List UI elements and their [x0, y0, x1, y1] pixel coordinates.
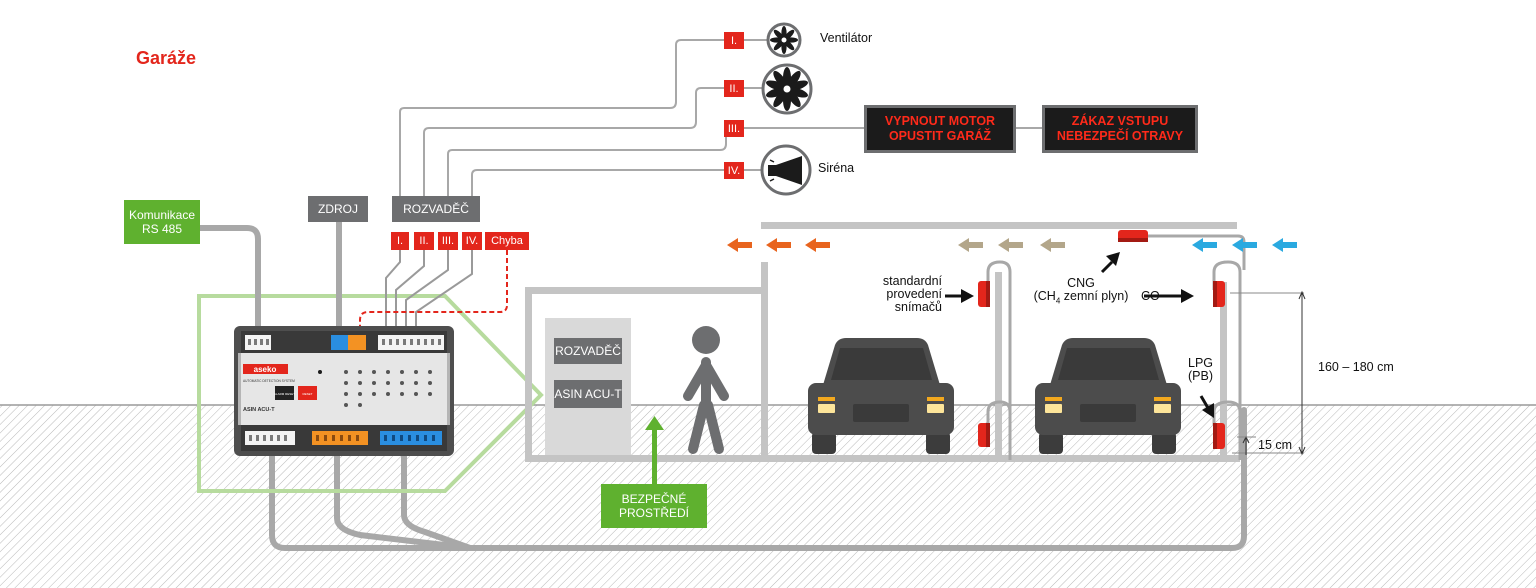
output-tag-4: IV. [724, 162, 744, 179]
device-links [197, 219, 342, 341]
cng-line2-sub: 4 [1055, 296, 1061, 306]
relay-tag-4: IV. [462, 232, 482, 250]
fan-large-icon [761, 63, 813, 115]
reset-label: RESET [302, 392, 312, 396]
panel-no-entry-line2: NEBEZPEČÍ OTRAVY [1056, 129, 1184, 143]
fault-wire [359, 250, 508, 338]
relay-tag-fault: Chyba [485, 232, 529, 250]
output-wiring [399, 39, 727, 200]
cng-label: CNG (CH4 zemní plyn) [1028, 277, 1134, 308]
person-icon [683, 326, 729, 454]
komunikace-line1: Komunikace [128, 208, 196, 222]
safe-env-line2: PROSTŘEDÍ [618, 506, 689, 520]
cng-line2-b: zemní plyn) [1060, 289, 1129, 303]
safe-env-line1: BEZPEČNÉ [621, 492, 687, 506]
komunikace-line2: RS 485 [141, 222, 183, 236]
lpg-line1: LPG [1188, 356, 1214, 370]
device-led-grid [318, 370, 432, 407]
siren-label: Siréna [818, 161, 855, 175]
asin-room-box: ASIN ACU-T [554, 380, 622, 408]
buried-cables [269, 407, 1247, 551]
car-right-icon [1035, 338, 1181, 454]
panel-no-entry: ZÁKAZ VSTUPU NEBEZPEČÍ OTRAVY [1042, 105, 1198, 153]
standard-line2: provedení [886, 287, 942, 301]
rozvadec-top-box: ROZVADĚČ [392, 196, 480, 222]
lpg-line2: (PB) [1188, 369, 1213, 383]
siren-icon [760, 144, 812, 196]
pointer-arrows [945, 252, 1214, 418]
safe-zone-outline [197, 294, 544, 493]
komunikace-box: Komunikace RS 485 [124, 200, 200, 244]
dimension-lines [1230, 290, 1306, 456]
rozvadec-room-box: ROZVADĚČ [554, 338, 622, 364]
relay-tag-3: III. [438, 232, 458, 250]
sensor-standard-top [978, 281, 990, 307]
sensor-standard-bottom [978, 423, 990, 447]
output-tag-3: III. [724, 120, 744, 137]
safe-arrow-icon [645, 416, 664, 484]
safe-environment-box: BEZPEČNÉ PROSTŘEDÍ [601, 484, 707, 528]
lpg-label: LPG (PB) [1188, 357, 1213, 383]
flow-arrows-tan [958, 238, 1065, 252]
panel-stop-engine: VYPNOUT MOTOR OPUSTIT GARÁŽ [864, 105, 1016, 153]
sensor-lpg [1213, 423, 1225, 449]
height-dimension-label: 160 – 180 cm [1318, 360, 1394, 374]
terminal-pins [248, 339, 441, 441]
reset-key[interactable] [298, 386, 317, 400]
bottom-dimension-label: 15 cm [1258, 438, 1293, 452]
sensor-co [1213, 281, 1225, 307]
panel-stop-engine-line1: VYPNOUT MOTOR [884, 114, 996, 128]
car-left-icon [808, 338, 954, 454]
relay-tag-1: I. [391, 232, 409, 250]
standard-line3: snímačů [894, 300, 942, 314]
cng-line2: (CH4 zemní plyn) [1028, 290, 1134, 308]
brand-badge [243, 364, 288, 374]
alarm-reset-key[interactable] [275, 386, 294, 400]
relay-wires [385, 250, 473, 338]
device-model: ASIN ACU-T [243, 407, 275, 413]
alarm-reset-label: ALARM RESET [274, 392, 295, 396]
co-label: CO [1141, 289, 1160, 303]
ventilator-label: Ventilátor [820, 31, 873, 45]
relay-tag-2: II. [414, 232, 434, 250]
cng-line2-a: (CH [1033, 289, 1056, 303]
standard-sensors-label: standardní provedení snímačů [862, 275, 942, 314]
output-connectors [744, 39, 1042, 171]
panel-stop-engine-line2: OPUSTIT GARÁŽ [888, 129, 992, 143]
panel-no-entry-line1: ZÁKAZ VSTUPU [1071, 114, 1169, 128]
fan-small-icon [766, 22, 802, 58]
device-subtitle: AUTOMATIC DETECTION SYSTEM [243, 379, 295, 383]
zdroj-box: ZDROJ [308, 196, 368, 222]
standard-line1: standardní [882, 274, 942, 288]
device-brand: aseko [254, 365, 277, 374]
flow-arrows-orange [727, 238, 830, 252]
output-tag-1: I. [724, 32, 744, 49]
page-title: Garáže [136, 48, 197, 68]
sensor-cng [1118, 230, 1148, 242]
flow-arrows-blue [1192, 238, 1297, 252]
sensor-cables [986, 234, 1246, 460]
cng-line1: CNG [1067, 276, 1095, 290]
output-tag-2: II. [724, 80, 744, 97]
